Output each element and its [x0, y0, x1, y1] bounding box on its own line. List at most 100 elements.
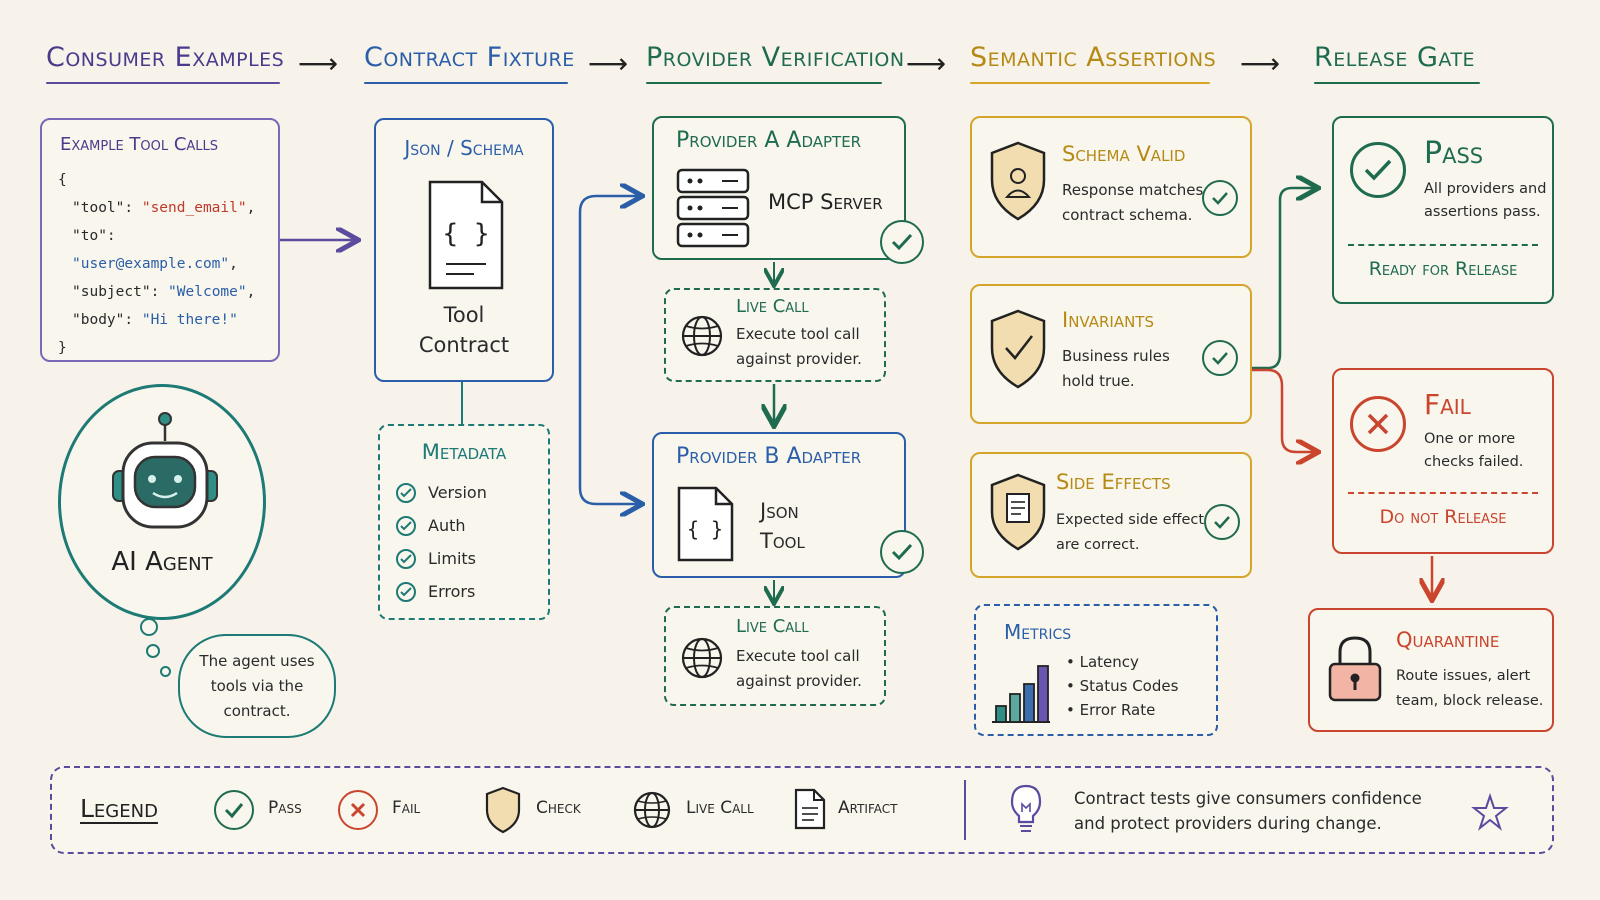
legend-panel: Legend Pass Fail Check Live Call Artifac…: [50, 766, 1554, 854]
check-icon: [1202, 180, 1238, 216]
legend-divider: [964, 780, 966, 840]
schema-valid-text: Response matches contract schema.: [1062, 181, 1204, 224]
quarantine-card: Quarantine Route issues, alert team, blo…: [1308, 608, 1554, 732]
legend-fail-label: Fail: [392, 798, 421, 818]
metrics-item: • Status Codes: [1066, 677, 1179, 695]
quarantine-title: Quarantine: [1396, 628, 1500, 652]
metadata-list: Version Auth Limits Errors: [396, 476, 487, 608]
fail-divider: [1348, 492, 1538, 494]
metadata-title: Metadata: [421, 440, 507, 464]
arrow-contract-to-providers: [578, 196, 640, 300]
ai-agent-label: AI Agent: [111, 547, 213, 577]
legend-artifact-label: Artifact: [838, 798, 898, 818]
check-icon: [396, 515, 416, 536]
metadata-item: Version: [396, 476, 487, 509]
metadata-item: Limits: [396, 542, 487, 575]
code-line: "body": "Hi there!": [72, 312, 238, 328]
side-effects-title: Side Effects: [1056, 470, 1171, 494]
invariants-title: Invariants: [1062, 308, 1154, 332]
star-icon: [1471, 792, 1509, 831]
provider-b-card: Provider B Adapter { } Json Tool: [652, 432, 906, 578]
fail-x-icon: [1350, 396, 1406, 452]
do-not-release-label: Do not Release: [1379, 506, 1507, 528]
metadata-card: Metadata Version Auth Limits Errors: [378, 424, 550, 620]
header-semantic-assertions: Semantic Assertions: [970, 42, 1216, 86]
header-arrow-2: ⟶: [588, 47, 629, 80]
header-arrow-1: ⟶: [298, 47, 339, 80]
header-provider-verification: Provider Verification: [646, 42, 904, 86]
thought-dot: [146, 644, 160, 658]
tool-contract-label: Tool Contract: [418, 303, 510, 357]
quarantine-text: Route issues, alert team, block release.: [1396, 668, 1544, 709]
metadata-item: Auth: [396, 509, 487, 542]
provider-a-check-icon: [880, 220, 924, 264]
schema-valid-title: Schema Valid: [1062, 142, 1186, 166]
assertion-side-effects-card: Side Effects Expected side effects are c…: [970, 452, 1252, 578]
live-call-a-title: Live Call: [736, 296, 809, 317]
thought-dot: [160, 666, 171, 677]
example-tool-calls-title: Example Tool Calls: [60, 134, 219, 155]
legend-note: Contract tests give consumers confidence…: [1074, 789, 1422, 833]
provider-b-title: Provider B Adapter: [676, 444, 862, 469]
metrics-title: Metrics: [1004, 620, 1072, 644]
mcp-server-label: MCP Server: [768, 190, 883, 214]
server-icon: [676, 168, 750, 248]
check-icon: [396, 548, 416, 569]
svg-text:{ }: { }: [443, 219, 490, 249]
pass-check-icon: [1350, 142, 1406, 198]
fail-title: Fail: [1424, 388, 1471, 421]
metadata-item: Errors: [396, 575, 487, 608]
check-icon: [396, 581, 416, 602]
example-tool-calls-card: Example Tool Calls { "tool": "send_email…: [40, 118, 280, 362]
legend-artifact-icon: [794, 788, 826, 830]
lock-icon: [1328, 636, 1382, 702]
live-call-b-title: Live Call: [736, 616, 809, 637]
thought-text: The agent uses tools via the contract.: [199, 651, 315, 720]
fail-text: One or more checks failed.: [1424, 431, 1524, 470]
tool-contract-card: Json / Schema { } Tool Contract: [374, 118, 554, 382]
legend-pass-label: Pass: [268, 798, 302, 818]
side-effects-text: Expected side effects are correct.: [1056, 512, 1212, 553]
provider-a-card: Provider A Adapter MCP Server: [652, 116, 906, 260]
json-tool-label: Json Tool: [760, 499, 805, 553]
shield-user-icon: [990, 141, 1046, 221]
svg-text:{ }: { }: [687, 517, 723, 541]
check-icon: [396, 482, 416, 503]
pass-divider: [1348, 244, 1538, 246]
invariants-text: Business rules hold true.: [1062, 347, 1170, 390]
provider-a-title: Provider A Adapter: [676, 128, 862, 153]
globe-icon: [681, 637, 723, 679]
shield-check-icon: [990, 309, 1046, 389]
header-release-gate: Release Gate: [1314, 42, 1480, 86]
ready-for-release-label: Ready for Release: [1368, 258, 1518, 280]
json-file-icon: { }: [428, 180, 504, 290]
live-call-a-card: Live Call Execute tool call against prov…: [664, 288, 886, 382]
code-line: "tool": "send_email",: [72, 200, 256, 216]
robot-icon: [112, 412, 218, 529]
live-call-b-text: Execute tool call against provider.: [736, 647, 862, 690]
metrics-item: • Latency: [1066, 653, 1139, 671]
legend-fail-icon: [338, 790, 378, 830]
pass-title: Pass: [1424, 136, 1484, 171]
header-consumer-examples: Consumer Examples: [46, 42, 284, 86]
check-icon: [1204, 504, 1240, 540]
thought-cloud: The agent uses tools via the contract.: [178, 634, 336, 738]
live-call-a-text: Execute tool call against provider.: [736, 325, 862, 368]
thought-dot: [140, 618, 158, 636]
header-arrow-3: ⟶: [906, 47, 947, 80]
metrics-card: Metrics • Latency • Status Codes • Error…: [974, 604, 1218, 736]
legend-shield-icon: [485, 786, 521, 834]
check-icon: [1202, 340, 1238, 376]
header-arrow-4: ⟶: [1240, 47, 1281, 80]
metrics-item: • Error Rate: [1066, 701, 1156, 719]
legend-check-label: Check: [536, 798, 581, 818]
live-call-b-card: Live Call Execute tool call against prov…: [664, 606, 886, 706]
provider-b-check-icon: [880, 530, 924, 574]
assertion-invariants-card: Invariants Business rules hold true.: [970, 284, 1252, 424]
assertion-schema-valid-card: Schema Valid Response matches contract s…: [970, 116, 1252, 258]
lightbulb-icon: [1010, 784, 1042, 832]
json-file-icon: { }: [677, 486, 734, 562]
shield-document-icon: [990, 473, 1046, 551]
pass-text: All providers and assertions pass.: [1424, 181, 1547, 220]
fail-card: Fail One or more checks failed. Do not R…: [1332, 368, 1554, 554]
